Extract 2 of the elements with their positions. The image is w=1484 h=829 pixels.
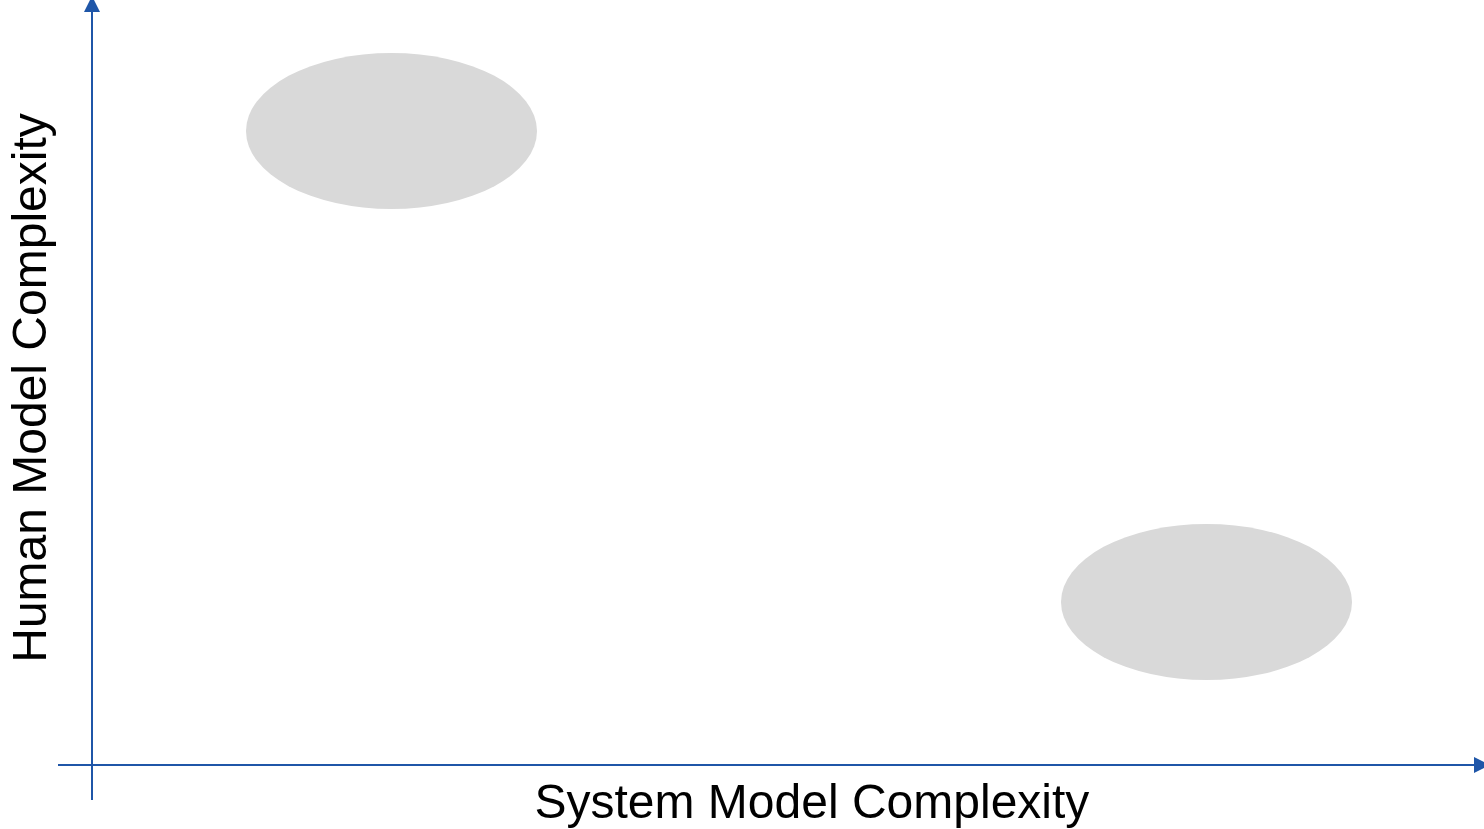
y-axis-title: Human Model Complexity — [5, 113, 54, 663]
x-axis-title: System Model Complexity — [534, 778, 1090, 826]
